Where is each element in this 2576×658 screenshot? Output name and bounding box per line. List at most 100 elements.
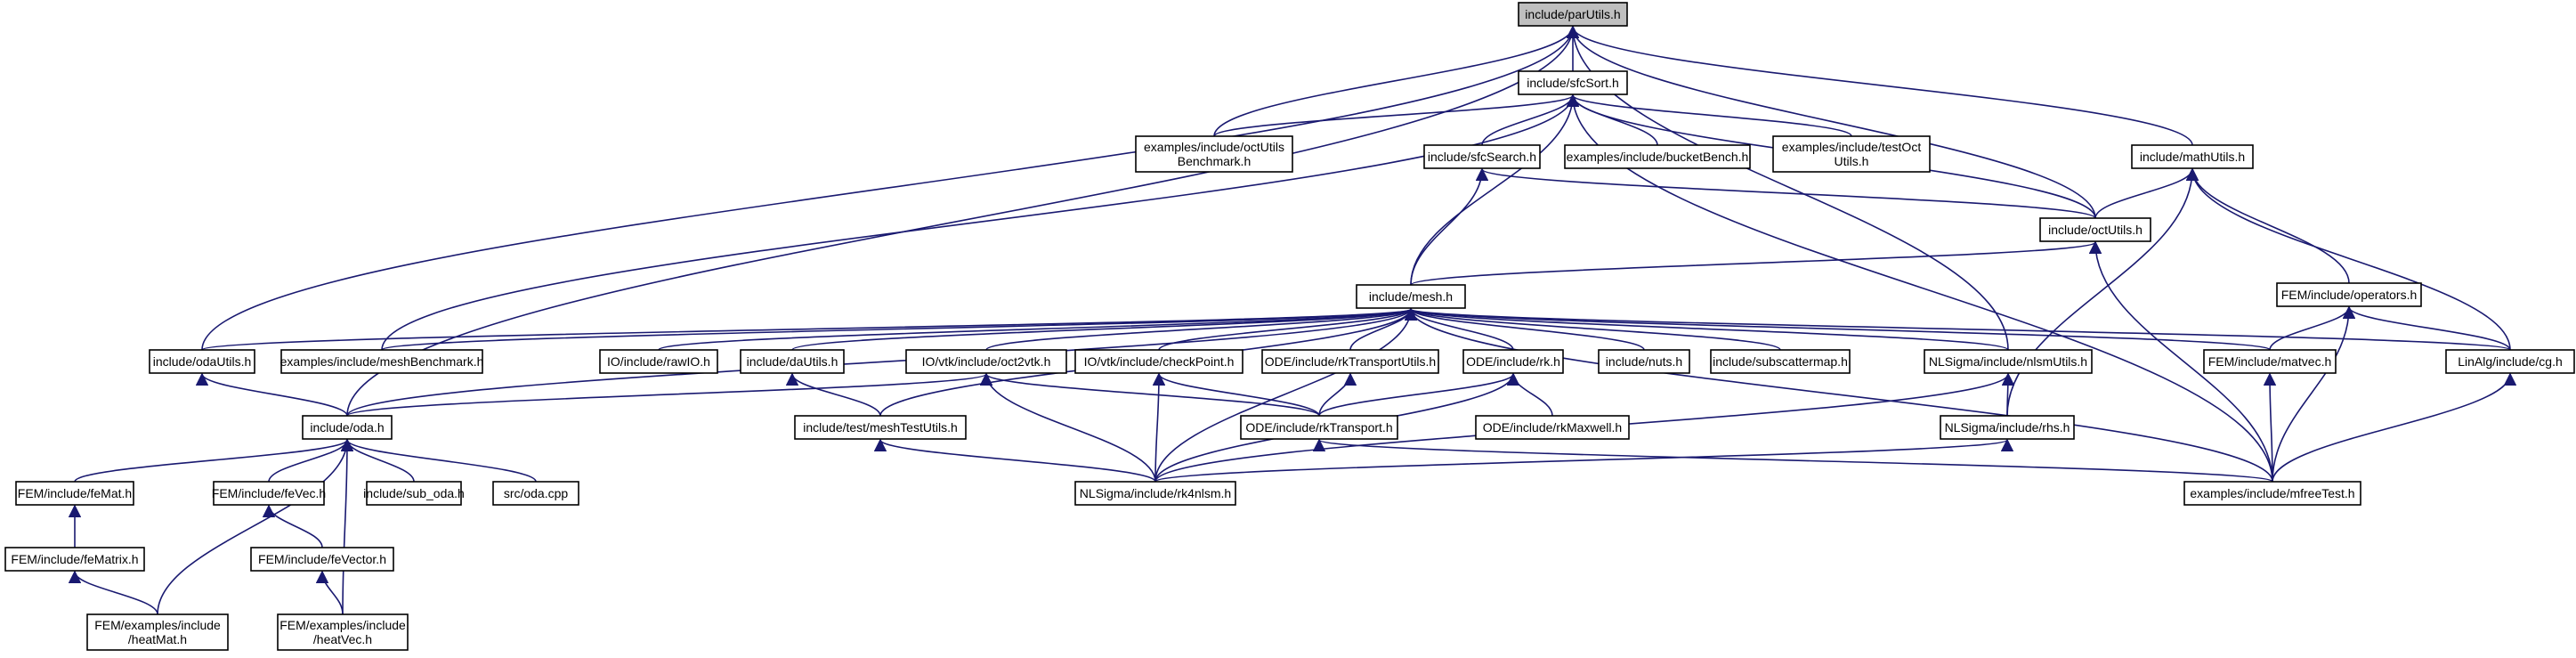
file-node-label: FEM/examples/include	[94, 618, 221, 632]
file-node-rk[interactable]: ODE/include/rk.h	[1462, 349, 1564, 374]
dependency-edge	[2094, 167, 2199, 219]
file-node-box	[280, 349, 483, 374]
file-node-box	[1564, 144, 1751, 169]
dependency-edge	[1405, 307, 2009, 351]
dependency-edge	[68, 570, 158, 615]
file-node-box	[492, 481, 579, 506]
file-node-label: include/daUtils.h	[747, 354, 838, 369]
file-node-label: include/nuts.h	[1606, 354, 1682, 369]
dependency-edge	[1566, 25, 2096, 219]
file-node-label: examples/include/testOct	[1782, 140, 1922, 154]
file-node-sfcsearch[interactable]: include/sfcSearch.h	[1423, 144, 1541, 169]
file-node-subscattermap[interactable]: include/subscattermap.h	[1710, 349, 1851, 374]
file-node-bucketbench[interactable]: examples/include/bucketBench.h	[1564, 144, 1751, 169]
file-node-box	[2039, 217, 2151, 242]
file-node-label: include/sub_oda.h	[363, 486, 465, 500]
file-node-label: examples/include/meshBenchmark.h	[280, 354, 484, 369]
file-node-fevector[interactable]: FEM/include/feVector.h	[250, 547, 394, 572]
dependency-edge	[381, 307, 1417, 351]
dependency-edge	[785, 372, 881, 417]
file-node-heatvec[interactable]: FEM/examples/include/heatVec.h	[277, 613, 409, 651]
file-node-box	[1772, 135, 1931, 173]
file-node-suboda[interactable]: include/sub_oda.h	[363, 481, 465, 506]
file-node-box	[1074, 349, 1243, 374]
file-node-box	[1518, 2, 1628, 27]
file-node-box	[1074, 481, 1236, 506]
file-nodes: include/parUtils.h include/sfcSort.h examp…	[4, 2, 2575, 651]
dependency-edge	[2185, 167, 2511, 351]
file-node-box	[149, 349, 255, 374]
file-node-fematrix[interactable]: FEM/include/feMatrix.h	[4, 547, 145, 572]
dependency-edge	[1506, 372, 1553, 417]
file-node-femat[interactable]: FEM/include/feMat.h	[15, 481, 134, 506]
file-node-mesh[interactable]: include/mesh.h	[1356, 284, 1466, 309]
file-node-box	[302, 415, 393, 440]
file-node-box	[250, 547, 394, 572]
dependency-edge	[1566, 25, 2193, 146]
dependency-edge	[1152, 372, 1320, 417]
file-node-checkpoint[interactable]: IO/vtk/include/checkPoint.h	[1074, 349, 1243, 374]
file-node-operators[interactable]: FEM/include/operators.h	[2276, 282, 2422, 307]
dependency-edge	[1313, 438, 2273, 483]
file-node-label: ODE/include/rk.h	[1466, 354, 1560, 369]
dependency-edge	[1410, 93, 1580, 286]
file-node-nuts[interactable]: include/nuts.h	[1598, 349, 1690, 374]
dependency-edge	[315, 570, 344, 615]
file-node-cg[interactable]: LinAlg/include/cg.h	[2445, 349, 2575, 374]
file-node-octutils[interactable]: include/octUtils.h	[2039, 217, 2151, 242]
file-node-rawio[interactable]: IO/include/rawIO.h	[599, 349, 718, 374]
file-node-meshbench[interactable]: examples/include/meshBenchmark.h	[280, 349, 484, 374]
dependency-edge	[2272, 372, 2517, 483]
file-node-box	[1518, 70, 1628, 95]
file-node-heatmat[interactable]: FEM/examples/include/heatMat.h	[86, 613, 229, 651]
file-node-box	[1261, 349, 1439, 374]
file-node-box	[86, 613, 229, 651]
file-node-meshtestutils[interactable]: include/test/meshTestUtils.h	[794, 415, 967, 440]
dependency-edge	[1481, 93, 1580, 146]
file-node-sfcsort[interactable]: include/sfcSort.h	[1518, 70, 1628, 95]
file-node-mfreetest[interactable]: examples/include/mfreeTest.h	[2183, 481, 2361, 506]
file-node-rktransport[interactable]: ODE/include/rkTransport.h	[1240, 415, 1398, 440]
file-node-odautils[interactable]: include/odaUtils.h	[149, 349, 255, 374]
file-node-label: include/subscattermap.h	[1713, 354, 1848, 369]
file-node-box	[4, 547, 145, 572]
file-node-label: /heatVec.h	[313, 632, 372, 646]
file-node-box	[1135, 135, 1293, 173]
file-node-label: include/odaUtils.h	[153, 354, 252, 369]
file-node-box	[277, 613, 409, 651]
file-node-label: include/sfcSort.h	[1527, 76, 1619, 90]
file-node-label: /heatMat.h	[128, 632, 187, 646]
file-node-label: FEM/include/feVec.h	[212, 486, 326, 500]
dependency-edge	[1152, 372, 1166, 483]
file-node-dautils[interactable]: include/daUtils.h	[740, 349, 845, 374]
file-node-label: FEM/include/feVector.h	[258, 552, 386, 566]
dependency-edge	[381, 93, 1580, 351]
dependency-edge	[1567, 93, 1852, 137]
file-node-label: include/sfcSearch.h	[1428, 150, 1536, 164]
file-node-matvec[interactable]: FEM/include/matvec.h	[2203, 349, 2337, 374]
file-node-label: NLSigma/include/rhs.h	[1945, 420, 2070, 435]
file-node-rktransportutils[interactable]: ODE/include/rkTransportUtils.h	[1261, 349, 1439, 374]
file-node-box	[1940, 415, 2075, 440]
dependency-edge	[346, 307, 1417, 417]
dependency-edge	[2342, 305, 2511, 351]
dependency-edge	[2269, 305, 2356, 351]
file-node-fevec[interactable]: FEM/include/feVec.h	[212, 481, 326, 506]
dependency-edge	[1410, 240, 2102, 286]
file-node-oda[interactable]: include/oda.h	[302, 415, 393, 440]
file-node-label: include/mathUtils.h	[2140, 150, 2245, 164]
file-node-nlsmutils[interactable]: NLSigma/include/nlsmUtils.h	[1924, 349, 2093, 374]
file-node-rk4nlsm[interactable]: NLSigma/include/rk4nlsm.h	[1074, 481, 1236, 506]
file-node-odacpp[interactable]: src/oda.cpp	[492, 481, 579, 506]
file-node-label: FEM/include/operators.h	[2281, 288, 2418, 302]
file-node-mathutils[interactable]: include/mathUtils.h	[2131, 144, 2254, 169]
file-node-rhs[interactable]: NLSigma/include/rhs.h	[1940, 415, 2075, 440]
file-node-parutils[interactable]: include/parUtils.h	[1518, 2, 1628, 27]
file-node-oct2vtk[interactable]: IO/vtk/include/oct2vtk.h	[905, 349, 1067, 374]
file-node-rkmaxwell[interactable]: ODE/include/rkMaxwell.h	[1475, 415, 1630, 440]
file-node-box	[1462, 349, 1564, 374]
file-node-label: include/parUtils.h	[1525, 7, 1620, 21]
file-node-label: IO/vtk/include/oct2vtk.h	[922, 354, 1051, 369]
